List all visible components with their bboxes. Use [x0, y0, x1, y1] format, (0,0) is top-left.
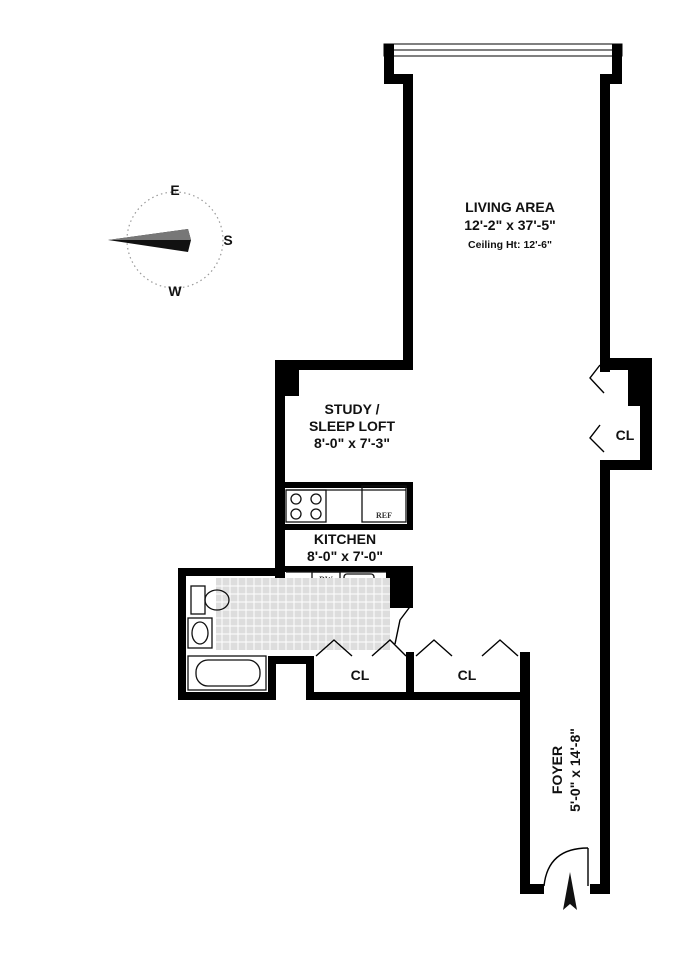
- walls: [178, 43, 652, 894]
- study-name-line1: STUDY /: [325, 401, 380, 417]
- study-dims: 8'-0" x 7'-3": [314, 435, 390, 451]
- compass: E S W: [108, 182, 233, 299]
- living-area-ceiling: Ceiling Ht: 12'-6": [468, 239, 552, 251]
- closet-label: CL: [616, 427, 635, 443]
- compass-south-label: S: [223, 232, 232, 248]
- bathtub-icon: [187, 655, 267, 691]
- entry-door: [543, 847, 589, 910]
- compass-west-label: W: [168, 283, 182, 299]
- living-closet-doors: [589, 364, 605, 453]
- foyer-name: FOYER: [549, 746, 565, 794]
- study-name-line2: SLEEP LOFT: [309, 418, 396, 434]
- entry-arrow-icon: [563, 872, 577, 910]
- living-area-name: LIVING AREA: [465, 199, 555, 215]
- foyer-dims: 5'-0" x 14'-8": [567, 728, 583, 812]
- living-area-dims: 12'-2" x 37'-5": [464, 217, 556, 233]
- closet-label: CL: [351, 667, 370, 683]
- refrigerator-icon: [361, 485, 407, 523]
- bath-sink-icon: [191, 621, 209, 645]
- kitchen-dims: 8'-0" x 7'-0": [307, 548, 383, 564]
- room-labels: LIVING AREA 12'-2" x 37'-5" Ceiling Ht: …: [307, 199, 635, 812]
- refrigerator-label: REF: [376, 511, 392, 520]
- kitchen-name: KITCHEN: [314, 531, 376, 547]
- bathroom: [186, 576, 413, 691]
- closet-doors: [315, 639, 519, 657]
- compass-east-label: E: [170, 182, 179, 198]
- closet-label: CL: [458, 667, 477, 683]
